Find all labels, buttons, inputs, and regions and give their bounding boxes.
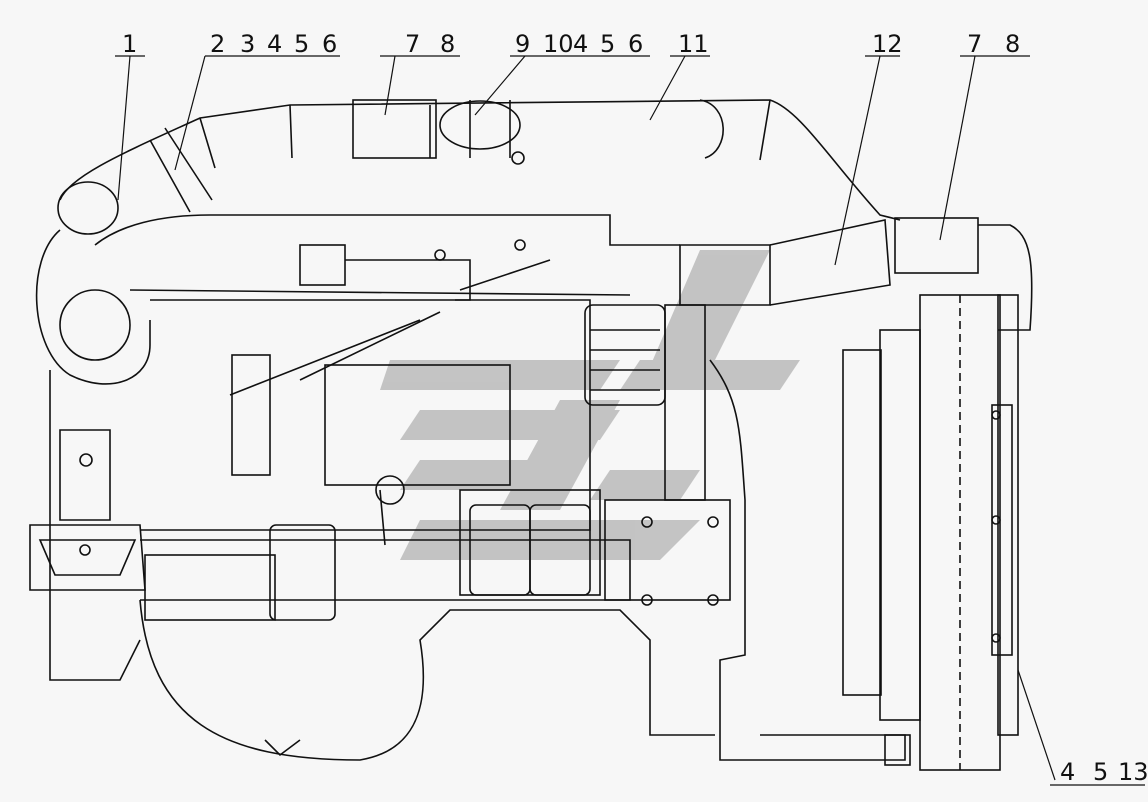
callout-6: 6 [322, 30, 337, 58]
hose-clamp-7-8-right [894, 217, 979, 274]
throttle-linkage [299, 239, 551, 301]
callout-12: 12 [872, 30, 903, 58]
callout-4b: 4 [573, 30, 588, 58]
turbocharger [35, 229, 151, 681]
callout-11: 11 [678, 30, 709, 58]
pipe-bend [699, 99, 724, 159]
callout-3: 3 [240, 30, 255, 58]
callout-1: 1 [122, 30, 137, 58]
callout-5: 5 [294, 30, 309, 58]
air-intake-pipe [59, 99, 901, 306]
callout-10: 10 [543, 30, 574, 58]
lower-hose-clamp [884, 734, 911, 766]
engine-mount [29, 429, 146, 591]
callout-8b: 8 [1005, 30, 1020, 58]
fuel-injection-pump [229, 311, 601, 596]
coolant-lower-pipe [709, 359, 906, 761]
hose-clamp-7-8-left [352, 99, 437, 159]
callout-7: 7 [405, 30, 420, 58]
turbo-inlet [57, 181, 119, 235]
starter-motor [144, 524, 336, 621]
pipe-bracket [511, 151, 525, 165]
callout-6b: 6 [628, 30, 643, 58]
callout-2: 2 [210, 30, 225, 58]
callout-8: 8 [440, 30, 455, 58]
callout-4: 4 [267, 30, 282, 58]
radiator-inlet-pipe [978, 224, 1033, 331]
callout-9: 9 [515, 30, 530, 58]
air-compressor [584, 304, 731, 606]
air-filter-housing [439, 100, 521, 150]
callout-b13: 13 [1118, 758, 1148, 786]
callout-7b: 7 [967, 30, 982, 58]
callout-b4: 4 [1060, 758, 1075, 786]
callout-labels: 1 2 3 4 5 6 7 8 9 10 4 5 6 11 12 7 8 4 5… [122, 30, 1148, 786]
callout-b5: 5 [1093, 758, 1108, 786]
callout-5b: 5 [600, 30, 615, 58]
callout-leaders [115, 55, 1145, 786]
radiator [842, 294, 1019, 771]
